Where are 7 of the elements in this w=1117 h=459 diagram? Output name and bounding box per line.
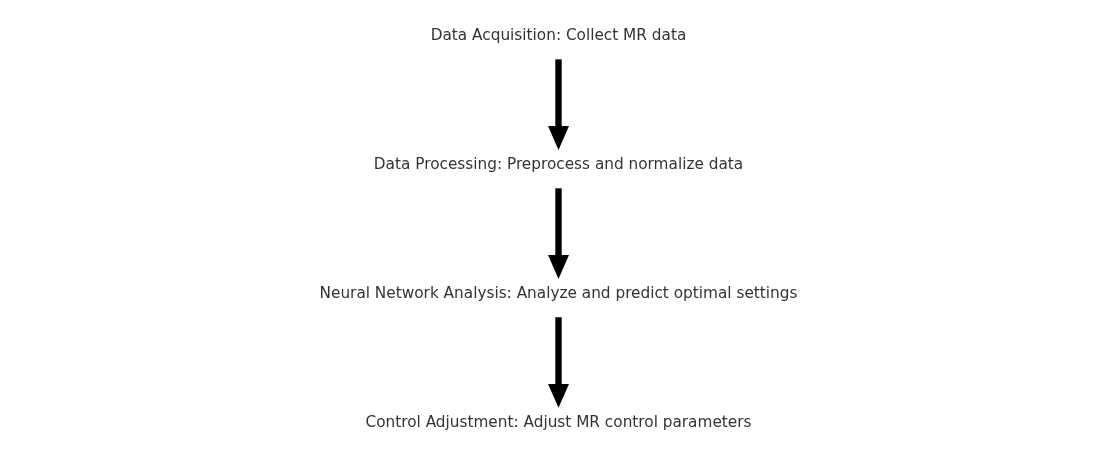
arrow	[548, 317, 569, 408]
node-text: Neural Network Analysis: Analyze and predict optimal settings	[319, 283, 798, 302]
node-text: Control Adjustment: Adjust MR control parameters	[365, 412, 752, 431]
arrow	[548, 59, 569, 150]
node-text: Data Acquisition: Collect MR data	[430, 26, 687, 45]
node-text: Data Processing: Preprocess and normalize data	[373, 154, 744, 173]
arrow	[548, 188, 569, 279]
